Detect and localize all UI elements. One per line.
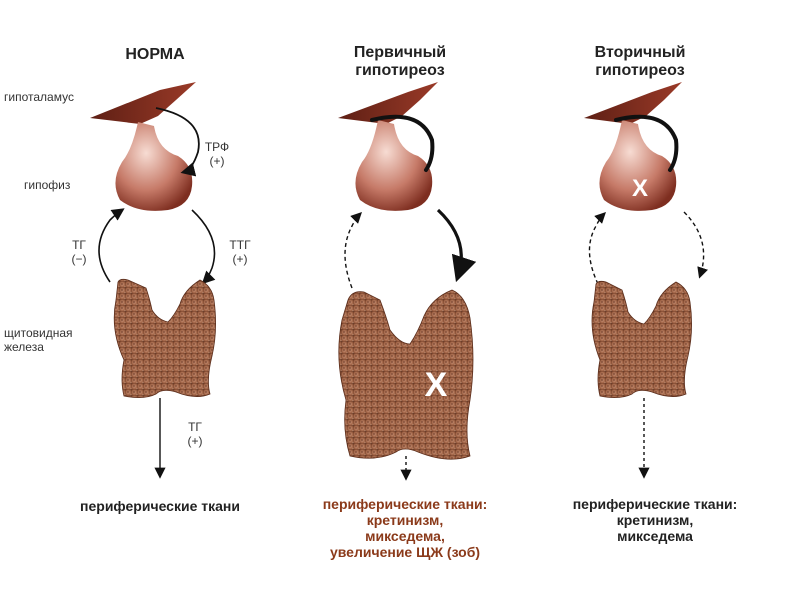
label-pituitary: гипофиз	[24, 178, 71, 192]
header-secondary: Вторичный гипотиреоз	[594, 44, 686, 79]
header-normal: НОРМА	[125, 46, 185, 63]
normal-thyroid	[113, 278, 216, 398]
normal-tg-feedback-arrow	[98, 208, 125, 283]
secondary-ttg-arrow	[683, 211, 708, 279]
label-hypothalamus: гипоталамус	[4, 90, 74, 104]
normal-column	[90, 82, 216, 479]
primary-ttg-arrow	[436, 208, 477, 283]
header-primary: Первичный гипотиреоз	[353, 44, 447, 79]
caption-primary: периферические ткани: кретинизм, микседе…	[322, 496, 488, 560]
normal-ttg-arrow	[191, 209, 216, 285]
normal-pituitary	[115, 122, 193, 211]
label-trf: ТРФ (+)	[204, 140, 230, 168]
caption-normal: периферические ткани	[80, 498, 240, 514]
primary-trf-arrow	[370, 114, 435, 172]
primary-hypothalamus	[338, 82, 438, 124]
normal-hypothalamus	[90, 82, 196, 124]
secondary-thyroid	[591, 280, 692, 398]
primary-thyroid-block-mark: X	[425, 366, 448, 404]
secondary-hypothalamus	[584, 82, 682, 124]
secondary-tg-feedback-arrow	[588, 212, 606, 285]
secondary-trf-arrow	[614, 114, 679, 172]
label-tg-positive: ТГ (+)	[187, 420, 203, 448]
label-thyroid: щитовидная железа	[4, 326, 73, 354]
secondary-column	[584, 82, 708, 479]
caption-secondary: периферические ткани: кретинизм, микседе…	[572, 496, 738, 544]
label-tg-negative: ТГ (−)	[71, 238, 87, 266]
label-ttg: ТТГ (+)	[229, 238, 251, 266]
primary-thyroid-enlarged	[338, 289, 474, 460]
primary-pituitary	[355, 120, 433, 211]
secondary-pituitary	[599, 120, 677, 211]
secondary-pituitary-block-mark: X	[632, 175, 648, 202]
primary-column	[338, 82, 477, 481]
normal-trf-arrow	[155, 107, 200, 177]
primary-tg-feedback-arrow	[344, 212, 362, 289]
